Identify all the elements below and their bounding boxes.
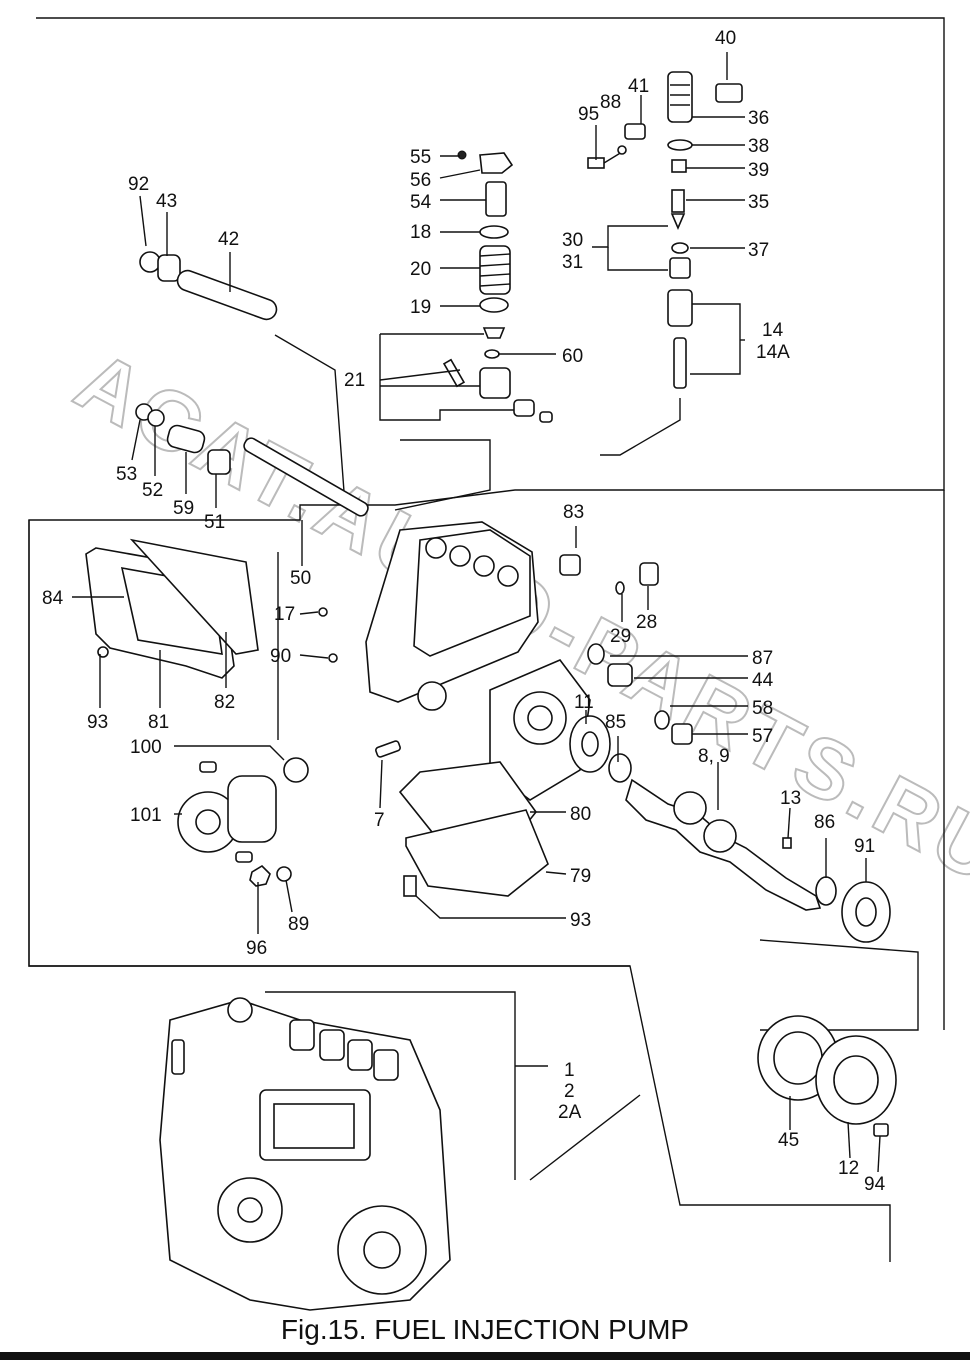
bearing-inset-frame [759, 939, 919, 1031]
callout-90: 90 [270, 646, 291, 667]
callout-38: 38 [748, 136, 769, 157]
callout-50: 50 [290, 568, 311, 589]
end-cover-group [757, 1015, 897, 1137]
callout-29: 29 [610, 626, 631, 647]
callout-86: 86 [814, 812, 835, 833]
callout-81: 81 [148, 712, 169, 733]
callout-100: 100 [130, 737, 162, 758]
callout-7: 7 [374, 810, 385, 831]
callout-14: 14 [762, 320, 784, 341]
callout-54: 54 [410, 192, 432, 213]
callout-87: 87 [752, 648, 773, 669]
plunger-group [442, 150, 553, 423]
rod-leader [274, 334, 346, 506]
callout-39: 39 [748, 160, 769, 181]
callout-88: 88 [600, 92, 621, 113]
callout-56: 56 [410, 170, 431, 191]
callout-79: 79 [570, 866, 591, 887]
callout-14a: 14A [756, 342, 790, 363]
callout-58: 58 [752, 698, 773, 719]
bottom-rule [0, 1352, 970, 1360]
callout-55: 55 [410, 147, 431, 168]
callout-93-left: 93 [87, 712, 108, 733]
callout-59: 59 [173, 498, 194, 519]
assembly-frame [265, 991, 516, 1180]
callout-17: 17 [274, 604, 295, 625]
valve-leader [600, 398, 681, 456]
callout-40: 40 [715, 28, 736, 49]
callout-43: 43 [156, 191, 177, 212]
callout-28: 28 [636, 612, 657, 633]
callout-11: 11 [574, 692, 594, 713]
callout-93-right: 93 [570, 910, 591, 931]
callout-82: 82 [214, 692, 235, 713]
callout-44: 44 [752, 670, 774, 691]
callout-45: 45 [778, 1130, 799, 1151]
callout-95: 95 [578, 104, 599, 125]
callout-2: 2 [564, 1081, 575, 1102]
callout-60: 60 [562, 346, 583, 367]
callout-53: 53 [116, 464, 137, 485]
callout-31: 31 [562, 252, 583, 273]
callout-18: 18 [410, 222, 431, 243]
leader-lines [72, 52, 881, 1173]
callout-20: 20 [410, 259, 431, 280]
timer-group [177, 757, 309, 887]
callout-30: 30 [562, 230, 583, 251]
callout-13: 13 [780, 788, 801, 809]
assembly-leader [529, 1094, 641, 1181]
lower-frame [28, 520, 630, 967]
callout-19: 19 [410, 297, 431, 318]
callout-51: 51 [204, 512, 225, 533]
callout-labels: 40 41 36 95 88 38 39 35 30 31 37 14 14A … [42, 28, 886, 1195]
callout-21: 21 [344, 370, 365, 391]
callout-89: 89 [288, 914, 309, 935]
callout-42: 42 [218, 229, 239, 250]
callout-37: 37 [748, 240, 769, 261]
callout-35: 35 [748, 192, 769, 213]
gasket-group [398, 761, 549, 897]
inspection-cover-group [85, 538, 338, 679]
control-rod-group [135, 251, 369, 517]
callout-57: 57 [752, 726, 773, 747]
callout-2a: 2A [558, 1102, 582, 1123]
callout-12: 12 [838, 1158, 859, 1179]
camshaft-group [559, 554, 891, 943]
callout-84: 84 [42, 588, 64, 609]
callout-83: 83 [563, 502, 584, 523]
delivery-valve-holder [587, 71, 743, 389]
callout-1: 1 [564, 1060, 575, 1081]
callout-92: 92 [128, 174, 149, 195]
callout-8-9: 8, 9 [698, 746, 730, 767]
callout-41: 41 [628, 76, 649, 97]
governor-leader [394, 439, 491, 511]
callout-52: 52 [142, 480, 163, 501]
pump-housing [365, 521, 591, 801]
callout-96: 96 [246, 938, 267, 959]
callout-85: 85 [605, 712, 626, 733]
callout-101: 101 [130, 805, 162, 826]
callout-36: 36 [748, 108, 769, 129]
figure-caption: Fig.15. FUEL INJECTION PUMP [280, 1314, 690, 1345]
callout-80: 80 [570, 804, 591, 825]
assembled-pump-illustration [159, 997, 451, 1311]
callout-91: 91 [854, 836, 875, 857]
callout-94: 94 [864, 1174, 886, 1195]
